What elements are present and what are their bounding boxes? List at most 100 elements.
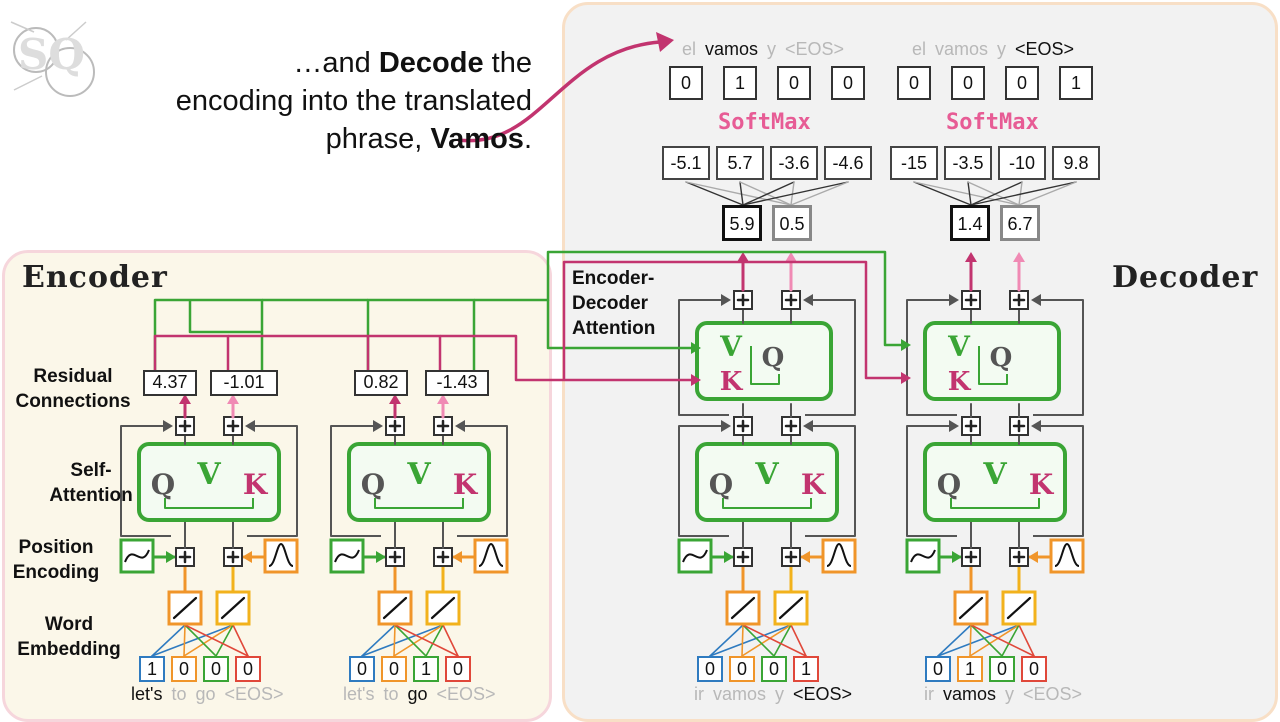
enc1-onehot-3: 0 xyxy=(203,656,229,682)
enc2-onehot-1: 0 xyxy=(349,656,375,682)
enc-key-wire-dec1 xyxy=(440,334,698,382)
arrow-head xyxy=(455,420,465,432)
enc2-word-3: go xyxy=(407,684,428,704)
dec1-in-word-4: <EOS> xyxy=(793,684,853,704)
dec2-fc-weight xyxy=(967,181,972,206)
arrow-head xyxy=(949,420,959,432)
enc1-embed-weight xyxy=(183,624,234,657)
dec1-embedding-line-icon xyxy=(730,596,756,620)
dec2-softmax-out-1: 0 xyxy=(897,66,931,100)
dec2-cosine-icon xyxy=(1054,542,1080,567)
dec2-sine-icon xyxy=(910,549,936,563)
dec2-softmax-out-2: 0 xyxy=(951,66,985,100)
enc-value-wire-dec1 xyxy=(546,300,698,350)
dec1-self-attention-box xyxy=(695,442,839,522)
arrow-head xyxy=(965,252,977,262)
dec2-embedding-line-icon xyxy=(958,596,984,620)
softmax-label-2: SoftMax xyxy=(946,110,1039,135)
enc2-self-attention-box xyxy=(347,442,491,522)
dec2-fc-weight xyxy=(967,181,1020,206)
arrow-head xyxy=(373,420,383,432)
dec2-residual2-right xyxy=(1033,299,1084,416)
enc1-embed-weight xyxy=(215,624,234,657)
dec1-fc-2: 0.5 xyxy=(772,205,812,241)
dec1-encdec-attention-box xyxy=(695,321,833,401)
dec2-sa-k-icon: K xyxy=(1029,468,1055,501)
dec1-cosine-icon xyxy=(826,542,852,567)
enc1-embedding-line-icon xyxy=(172,596,198,620)
dec1-out-word-3: y xyxy=(767,39,777,59)
enc-value-wire xyxy=(188,300,262,334)
enc1-embed-weight xyxy=(183,624,186,657)
dec2-ed-v-icon: V xyxy=(947,330,971,363)
enc1-embed-weight xyxy=(184,624,249,657)
arrow-head xyxy=(242,551,252,563)
enc1-embed-weight xyxy=(151,624,186,657)
decoder-title: Decoder xyxy=(1112,260,1259,295)
enc1-onehot-4: 0 xyxy=(235,656,261,682)
enc-key-wire xyxy=(153,334,230,370)
dec2-logit-4: 9.8 xyxy=(1052,146,1100,180)
dec1-ed-k-icon: K xyxy=(720,367,744,397)
dec1-logit-2: 5.7 xyxy=(716,146,764,180)
enc2-word-2: to xyxy=(383,684,399,704)
dec2-in-word-1: ir xyxy=(924,684,934,704)
arrow-head xyxy=(952,551,962,563)
dec2-in-word-2: vamos xyxy=(943,684,997,704)
enc1-self-attention-box xyxy=(137,442,281,522)
dec2-logit-1: -15 xyxy=(890,146,938,180)
dec2-onehot-3: 0 xyxy=(989,656,1015,682)
dec1-out-word-1: el xyxy=(682,39,697,59)
arrow-head xyxy=(721,294,731,306)
dec2-in-word-3: y xyxy=(1005,684,1015,704)
dec1-residual-right xyxy=(805,425,856,537)
enc1-onehot-1: 1 xyxy=(139,656,165,682)
decoder-panel xyxy=(562,2,1278,722)
dec1-embed-weight xyxy=(790,624,807,657)
statquest-logo: SQ xyxy=(6,12,102,102)
enc2-sa-k-icon: K xyxy=(453,468,479,501)
enc2-onehot-2: 0 xyxy=(381,656,407,682)
dec1-ed-q-icon: Q xyxy=(762,343,785,373)
arrow-head xyxy=(901,339,911,351)
dec2-fc-weight xyxy=(1018,181,1077,206)
arrow-head xyxy=(389,394,401,404)
dec1-out-word-4: <EOS> xyxy=(785,39,845,59)
dec2-fc-1: 1.4 xyxy=(950,205,990,241)
dec2-out-word-3: y xyxy=(997,39,1007,59)
dec2-ed-q-icon: Q xyxy=(990,343,1013,373)
dec1-fc-weight xyxy=(739,181,792,206)
enc1-word-2: to xyxy=(171,684,187,704)
dec1-softmax-out-3: 0 xyxy=(777,66,811,100)
enc2-cosine-icon xyxy=(478,542,504,567)
enc1-output-1: 4.37 xyxy=(143,370,197,396)
arrow-head xyxy=(691,374,701,386)
dec2-logit-2: -3.5 xyxy=(944,146,992,180)
label-self-attention: Self-Attention xyxy=(49,460,133,506)
dec1-out-word-2: vamos xyxy=(705,39,759,59)
dec1-onehot-3: 0 xyxy=(761,656,787,682)
enc1-sa-k-icon: K xyxy=(243,468,269,501)
dec1-fc-weight xyxy=(685,181,792,206)
enc2-output-1: 0.82 xyxy=(354,370,408,396)
enc2-embed-weight xyxy=(425,624,444,657)
arrow-head xyxy=(803,294,813,306)
dec2-fc-weight xyxy=(913,181,1020,206)
enc2-sine-icon xyxy=(334,549,360,563)
dec1-sine-icon xyxy=(682,549,708,563)
dec1-residual2-right xyxy=(805,299,856,416)
dec2-out-word-4: <EOS> xyxy=(1015,39,1075,59)
enc1-embed-weight xyxy=(151,624,234,657)
arrow-head xyxy=(803,420,813,432)
arrow-head xyxy=(452,551,462,563)
dec2-ed-bracket xyxy=(978,346,1008,385)
enc1-word-1: let's xyxy=(131,684,163,704)
dec2-sa-v-icon: V xyxy=(982,457,1007,492)
